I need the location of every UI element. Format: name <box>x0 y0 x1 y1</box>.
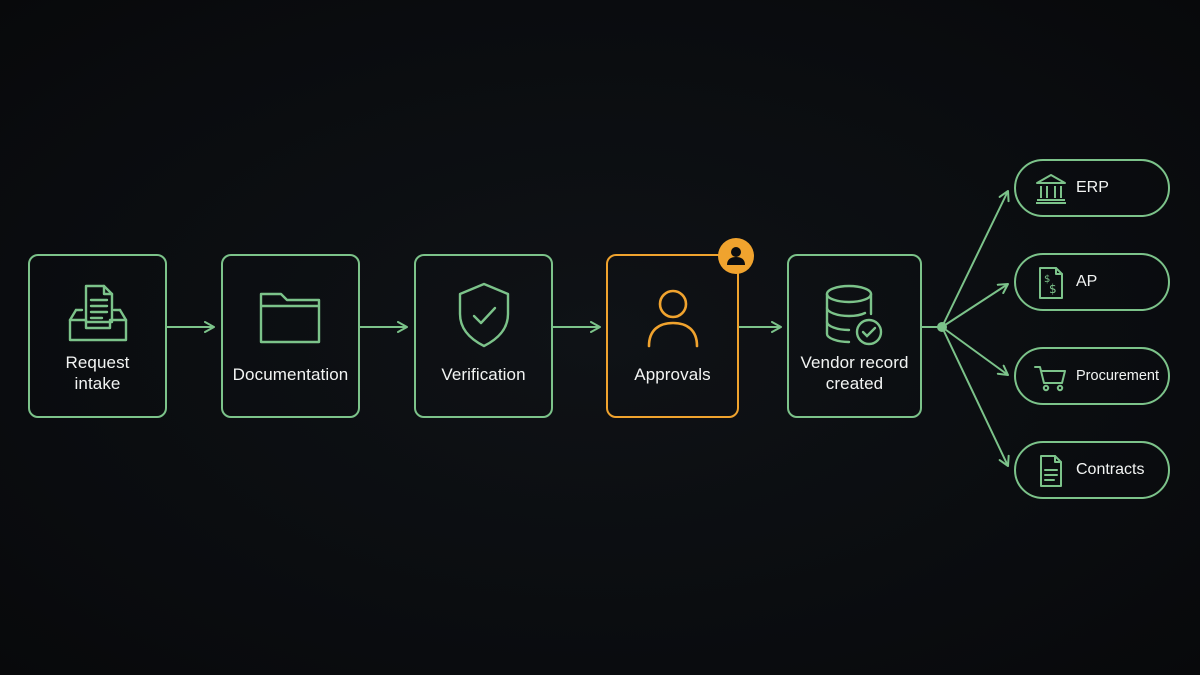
arrow-hub-to-erp <box>941 190 1010 328</box>
inbox-document-icon <box>68 284 127 342</box>
target-label-contracts: Contracts <box>1076 461 1145 478</box>
arrow-hub-to-contracts <box>941 326 1010 467</box>
step-label-verification: Verification <box>441 365 526 384</box>
svg-text:$: $ <box>1044 274 1050 285</box>
step-label-approvals: Approvals <box>634 365 711 384</box>
target-label-erp: ERP <box>1076 179 1109 196</box>
document-icon <box>1040 455 1062 487</box>
database-check-icon <box>825 284 882 346</box>
step-documentation: Documentation <box>221 254 360 418</box>
svg-text:$: $ <box>1049 282 1057 296</box>
step-approvals: Approvals <box>606 254 739 418</box>
arrow-hub-to-procurement <box>941 326 1009 376</box>
shield-check-icon <box>458 282 509 348</box>
step-verification: Verification <box>414 254 553 418</box>
step-request-intake: Request intake <box>28 254 167 418</box>
step-label-request-intake: Request intake <box>65 353 130 393</box>
step-label-documentation: Documentation <box>232 365 349 384</box>
bank-icon <box>1036 174 1066 204</box>
target-procurement: Procurement <box>1014 347 1170 405</box>
step-vendor-record-created: Vendor record created <box>787 254 922 418</box>
target-label-procurement: Procurement <box>1076 368 1160 384</box>
step-label-vendor-record-created: Vendor record created <box>800 353 909 393</box>
target-erp: ERP <box>1014 159 1170 217</box>
approvals-badge <box>718 238 754 274</box>
invoice-dollar-icon: $ $ <box>1039 267 1063 299</box>
arrow-hub-to-ap <box>941 283 1009 328</box>
target-label-ap: AP <box>1076 273 1098 290</box>
target-contracts: Contracts <box>1014 441 1170 499</box>
user-badge-icon <box>727 247 745 265</box>
folder-icon <box>259 292 320 344</box>
shopping-cart-icon <box>1034 366 1066 392</box>
target-ap: $ $ AP <box>1014 253 1170 311</box>
user-icon <box>647 289 698 348</box>
